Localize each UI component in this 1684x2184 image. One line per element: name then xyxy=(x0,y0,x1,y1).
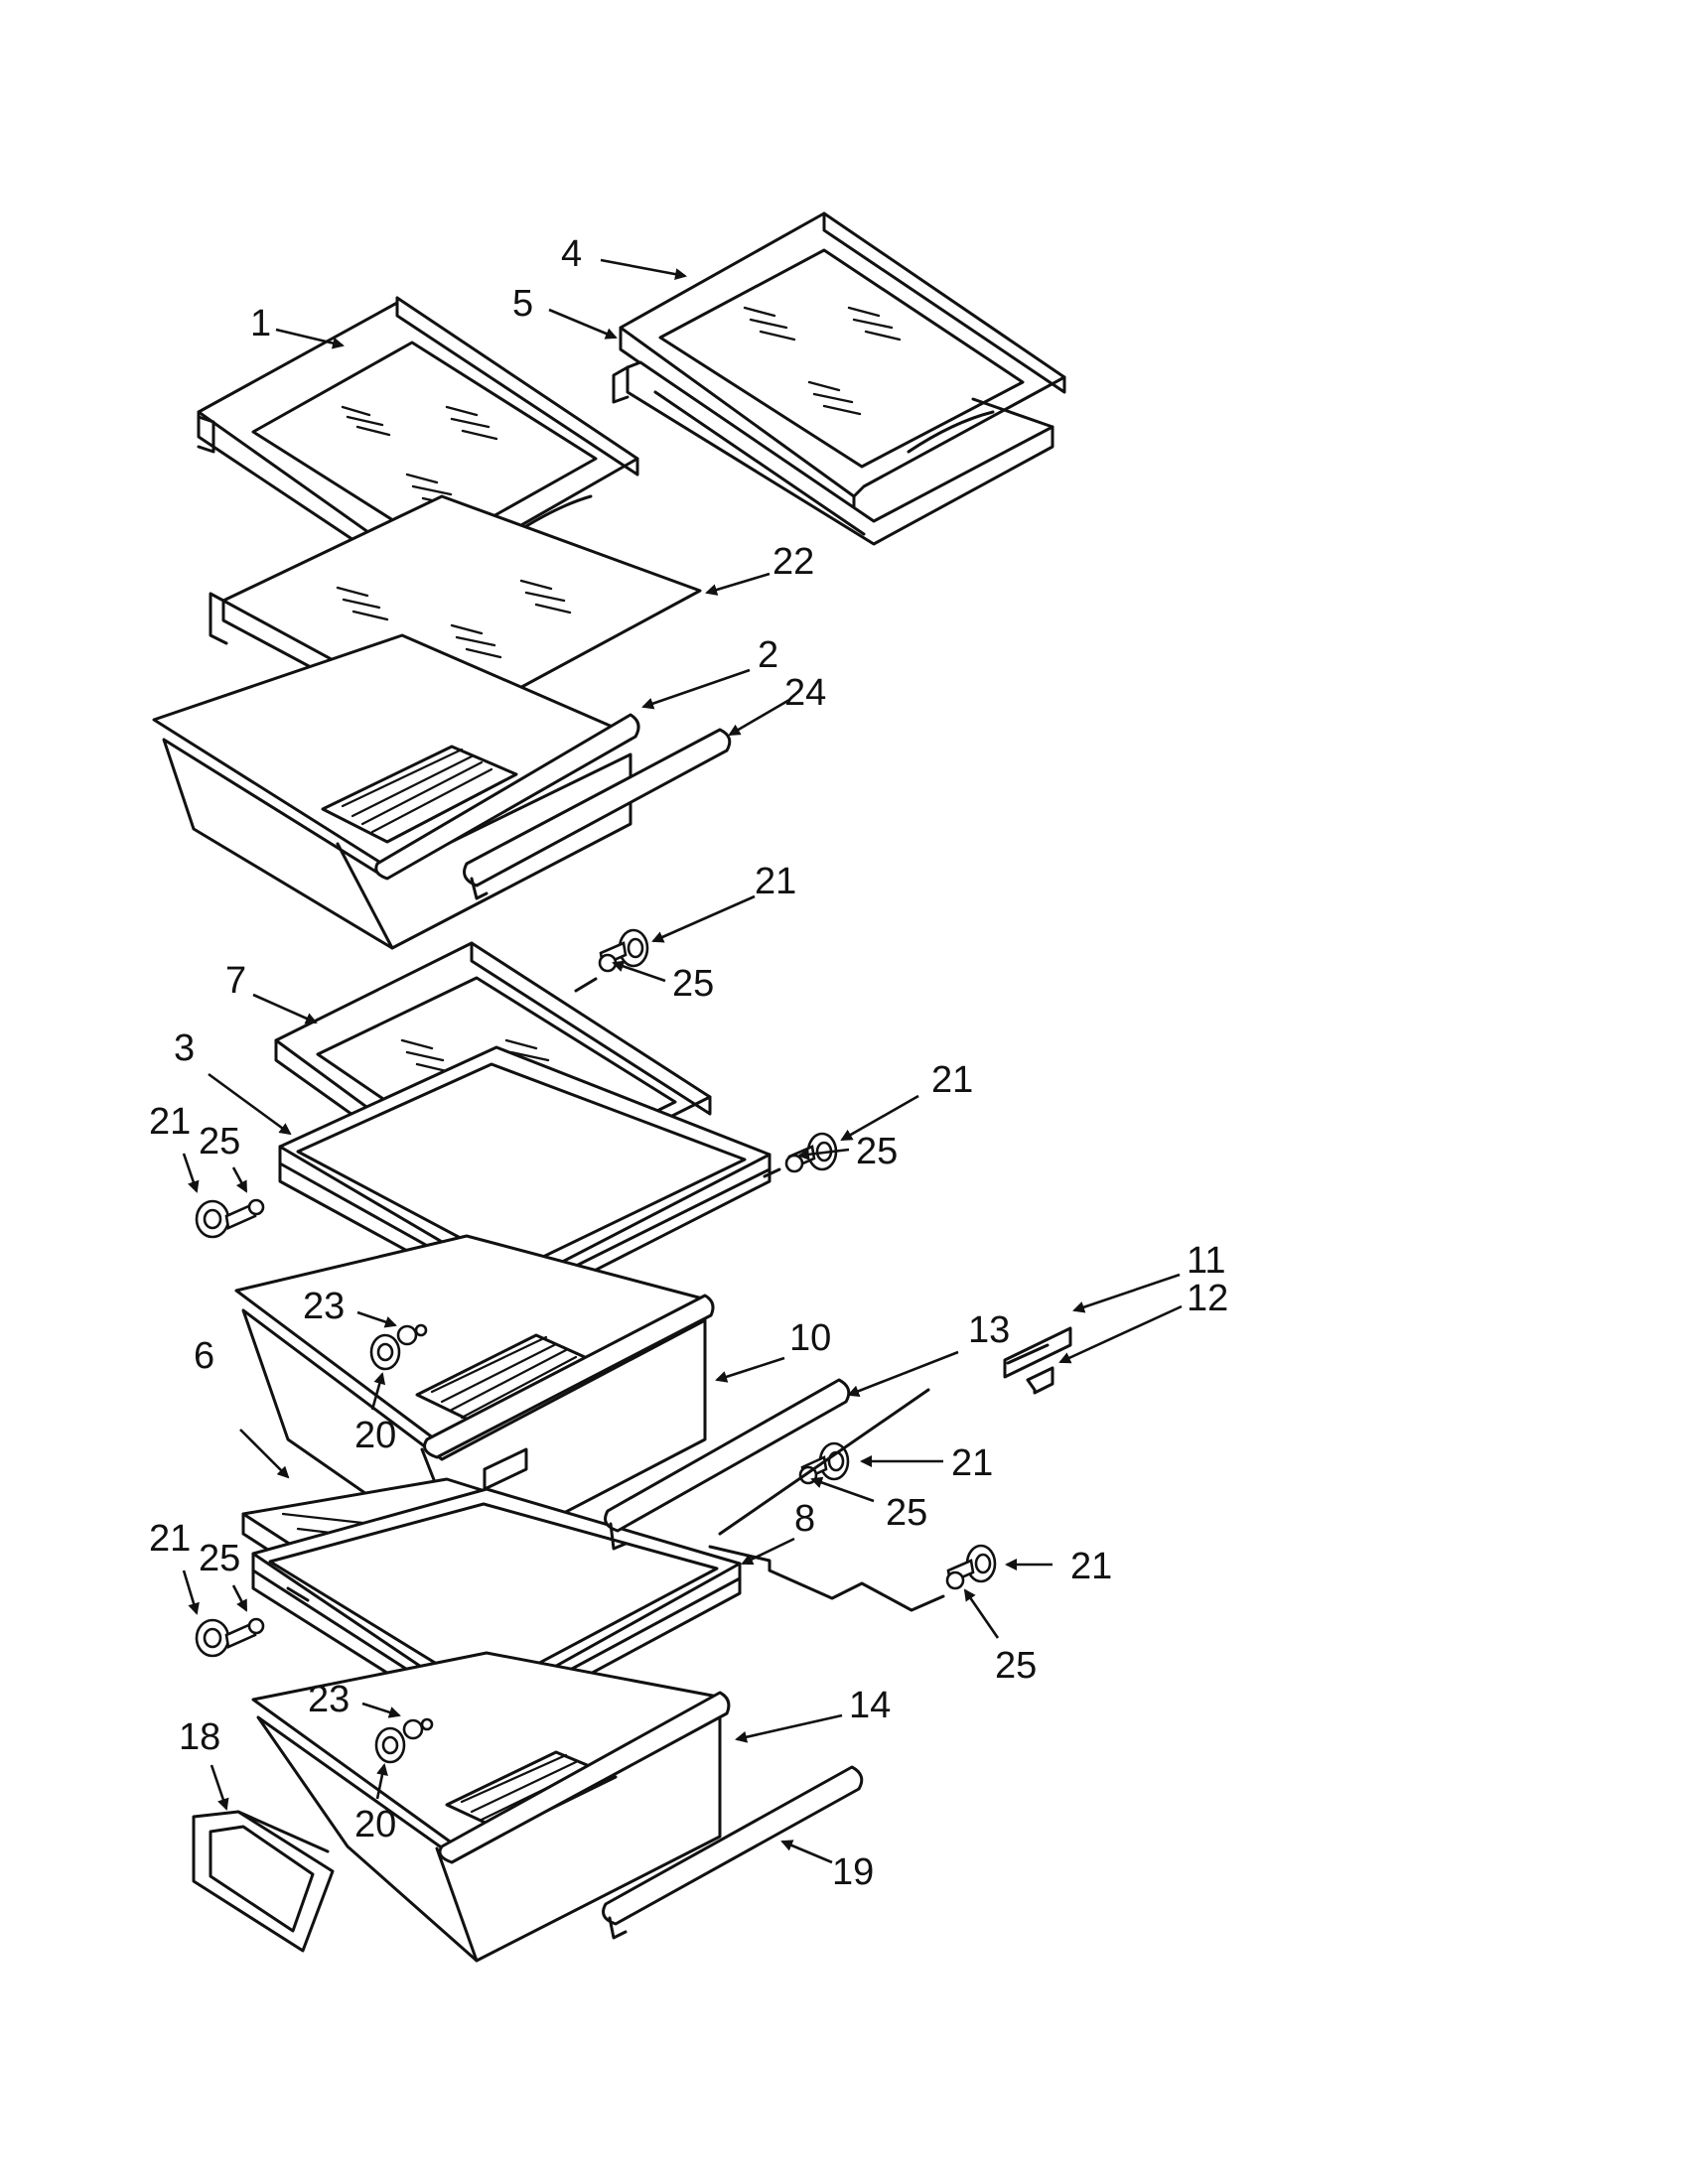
callout-7: 7 xyxy=(225,960,246,1002)
callout-11: 11 xyxy=(1187,1240,1225,1282)
shelf-frame-part-5 xyxy=(612,360,1054,546)
callout-12: 12 xyxy=(1187,1278,1228,1319)
control-slide-part-11 xyxy=(1003,1326,1072,1379)
callout-25-f: 25 xyxy=(199,1538,240,1579)
roller-part-20-a xyxy=(369,1333,401,1371)
callout-20-a: 20 xyxy=(354,1415,396,1456)
control-knob-part-12 xyxy=(1026,1366,1054,1395)
callout-24: 24 xyxy=(784,672,826,714)
callout-21-e: 21 xyxy=(1070,1546,1112,1587)
roller-part-21-c xyxy=(195,1199,230,1239)
screw-part-25-e xyxy=(945,1559,975,1590)
callout-3: 3 xyxy=(174,1027,195,1069)
screw-part-25-b xyxy=(784,1145,816,1173)
screw-part-23-b xyxy=(402,1717,434,1740)
callout-25-d: 25 xyxy=(886,1492,927,1534)
callout-25-a: 25 xyxy=(672,963,714,1005)
callout-labels: 1 4 5 22 2 24 21 25 7 3 21 25 21 25 11 1… xyxy=(149,233,1228,1893)
screw-part-25-f xyxy=(224,1617,265,1649)
roller-part-21-a xyxy=(618,928,649,968)
callout-4: 4 xyxy=(561,233,582,275)
callout-18: 18 xyxy=(179,1716,220,1758)
crisper-drawer-part-2 xyxy=(152,633,640,950)
callout-19: 19 xyxy=(832,1851,874,1893)
callout-6: 6 xyxy=(194,1335,214,1377)
callout-10: 10 xyxy=(789,1317,831,1359)
callout-21-f: 21 xyxy=(149,1518,191,1560)
callout-1: 1 xyxy=(250,303,271,344)
drawer-cover-frame-part-8 xyxy=(251,1487,742,1734)
glare-marks xyxy=(336,579,572,659)
trim-bar-part-13 xyxy=(604,1378,851,1551)
callout-21-d: 21 xyxy=(951,1442,993,1484)
callout-8: 8 xyxy=(794,1498,815,1540)
callout-21-b: 21 xyxy=(931,1059,973,1101)
callout-22: 22 xyxy=(772,541,814,583)
label-frame-part-18 xyxy=(192,1810,335,1953)
callout-25-b: 25 xyxy=(856,1131,898,1172)
callout-2: 2 xyxy=(758,634,778,676)
callout-23-b: 23 xyxy=(308,1679,350,1720)
callout-25-c: 25 xyxy=(199,1121,240,1162)
screw-part-25-a xyxy=(598,941,628,973)
callout-20-b: 20 xyxy=(354,1804,396,1845)
callout-23-a: 23 xyxy=(303,1286,345,1327)
crisper-drawer-part-14 xyxy=(251,1651,731,1963)
screw-part-23-a xyxy=(396,1323,428,1346)
trim-bar-part-24 xyxy=(463,728,732,900)
trim-bar-part-19 xyxy=(602,1765,864,1940)
callout-21-a: 21 xyxy=(755,861,796,902)
callout-21-c: 21 xyxy=(149,1101,191,1143)
glare-marks xyxy=(743,306,902,416)
roller-part-20-b xyxy=(374,1726,406,1764)
shelf-part-1 xyxy=(197,296,639,598)
leader-lines xyxy=(182,258,1183,1864)
screw-part-25-c xyxy=(224,1198,265,1230)
shelf-part-4 xyxy=(619,211,1066,513)
callout-5: 5 xyxy=(512,283,533,325)
roller-part-21-f xyxy=(195,1618,230,1658)
callout-13: 13 xyxy=(968,1309,1010,1351)
roller-part-21-e xyxy=(965,1544,997,1583)
callout-14: 14 xyxy=(849,1685,891,1726)
callout-25-e: 25 xyxy=(995,1645,1037,1687)
